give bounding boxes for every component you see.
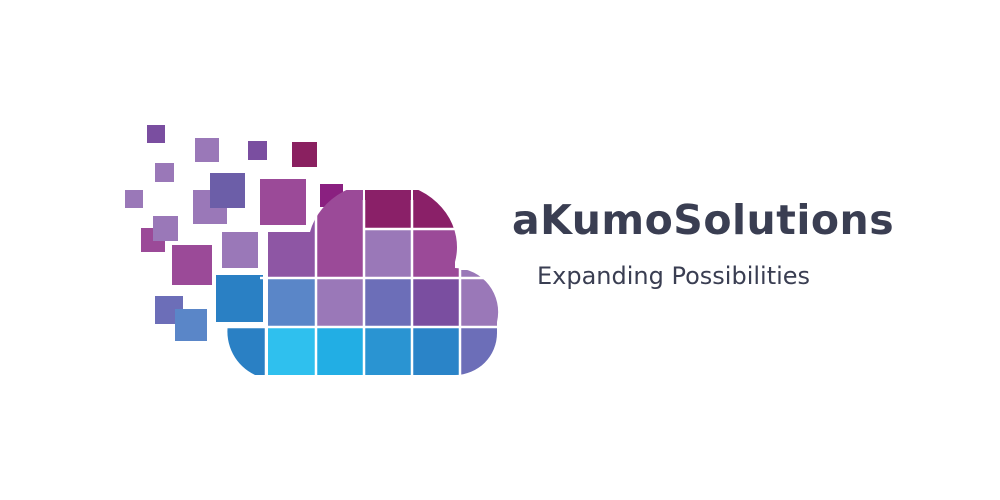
tile-gaps [225, 200, 500, 378]
scattered-pixels [125, 125, 343, 341]
brand-name: aKumoSolutions [512, 196, 895, 244]
cloud-tiles [227, 190, 499, 375]
brand-tagline: Expanding Possibilities [537, 262, 811, 290]
